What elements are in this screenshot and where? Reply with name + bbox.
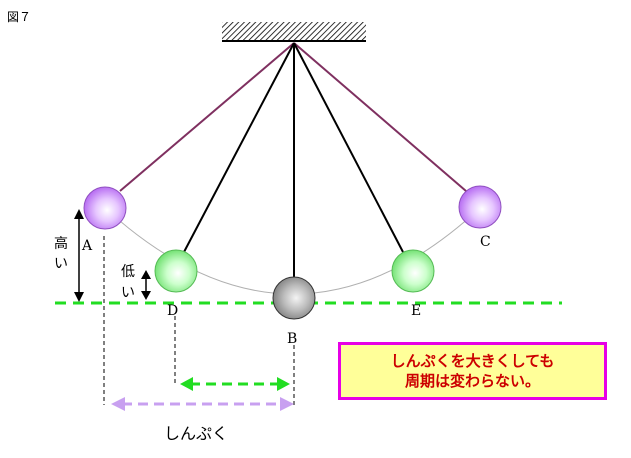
bob-c — [458, 185, 502, 229]
string-a — [119, 42, 295, 192]
label-d: D — [167, 303, 178, 319]
note-line-1: しんぷくを大きくしても — [390, 352, 555, 370]
height-low-label-1: 低 — [121, 264, 135, 280]
label-a: A — [81, 238, 93, 254]
amplitude-lilac-arrow — [111, 397, 294, 411]
height-high-label-1: 高 — [54, 235, 68, 252]
amplitude-green-arrow — [180, 377, 290, 391]
ceiling-support — [222, 22, 366, 42]
note-line-2: 周期は変わらない。 — [404, 372, 540, 390]
string-d — [183, 42, 295, 253]
string-c — [293, 42, 467, 192]
height-high-label-2: い — [54, 256, 68, 272]
bob-d — [154, 249, 198, 293]
bob-e — [391, 249, 435, 293]
label-c: C — [480, 234, 491, 250]
height-high-arrow — [74, 209, 84, 302]
string-e — [293, 42, 404, 253]
label-e: E — [411, 303, 421, 319]
bob-a — [83, 186, 127, 230]
bob-b — [272, 276, 316, 320]
height-low-arrow — [141, 270, 151, 300]
label-b: B — [287, 331, 297, 347]
amplitude-label: しんぷく — [164, 424, 228, 443]
height-low-label-2: い — [121, 285, 135, 301]
figure-label: 図７ — [7, 10, 31, 24]
note-box: しんぷくを大きくしても 周期は変わらない。 — [338, 342, 607, 400]
